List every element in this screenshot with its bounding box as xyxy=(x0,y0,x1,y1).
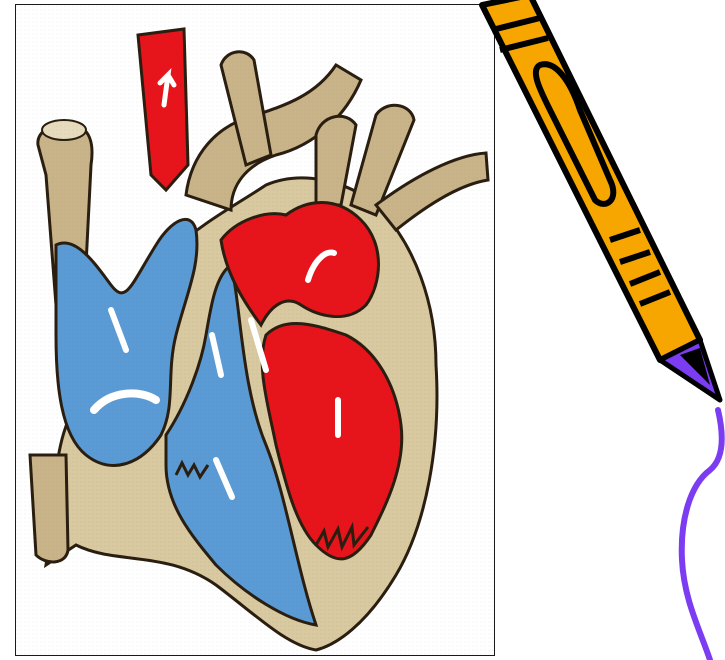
pencil-drawing xyxy=(470,0,725,660)
pencil-scribble xyxy=(682,410,722,660)
pencil xyxy=(482,0,720,400)
heart-diagram xyxy=(16,5,494,655)
heart-illustration-frame xyxy=(15,4,495,656)
pencil-body xyxy=(482,0,700,360)
pencil-clipart xyxy=(470,0,725,660)
